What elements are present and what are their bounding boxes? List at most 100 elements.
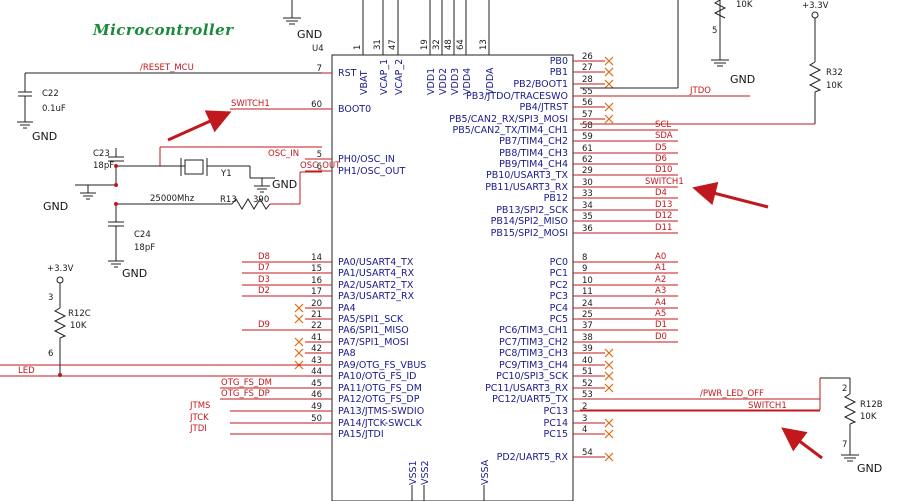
rtop-value: 10K xyxy=(736,0,753,10)
right-pin-label: PC4 xyxy=(550,303,568,314)
c23-ref: C23 xyxy=(93,149,110,159)
schematic-title: Microcontroller xyxy=(92,21,234,39)
top-pin-label: VCAP_2 xyxy=(394,59,405,95)
left-net-label: OTG_FS_DM xyxy=(221,378,272,388)
right-pin-number: 36 xyxy=(582,224,593,234)
top-right-resistor: 10K 5 GND xyxy=(580,0,755,89)
right-pin-number: 29 xyxy=(582,166,593,176)
left-pin-number: 50 xyxy=(311,414,322,424)
no-connect-mark xyxy=(604,102,614,112)
c23-value: 18pF xyxy=(93,161,114,171)
right-pin-label: PC3 xyxy=(550,291,568,302)
annotation-arrow-pb11 xyxy=(692,181,769,209)
r32-ref: R32 xyxy=(826,68,843,78)
left-pin-label: PH1/OSC_OUT xyxy=(338,166,405,177)
top-pin-label: VDD4 xyxy=(462,68,473,95)
right-net-label: A4 xyxy=(655,298,666,308)
left-net-label: /RESET_MCU xyxy=(140,63,194,73)
no-connect-mark xyxy=(604,452,614,462)
right-pin-label: PC9/TIM3_CH4 xyxy=(499,360,568,371)
no-connect-mark xyxy=(294,337,304,347)
gnd-label: GND xyxy=(32,130,57,143)
right-pin: PC4 24 A4 xyxy=(550,298,678,314)
crystal-network: GND Y1 25000Mhz C23 18pF GND R13 390 C24… xyxy=(43,146,322,280)
right-pin-number: 10 xyxy=(582,276,593,286)
left-net-label: JTMS xyxy=(189,401,210,411)
right-pin-label: PB0 xyxy=(550,56,568,67)
right-pin-label: PB3/JTDO/TRACESWO xyxy=(466,91,568,102)
right-pin-number: 27 xyxy=(582,63,593,73)
left-pin-label: PA15/JTDI xyxy=(338,429,384,440)
left-net-label: D2 xyxy=(258,286,270,296)
left-net-label: D9 xyxy=(258,320,270,330)
right-pin-label: PC0 xyxy=(550,257,568,268)
right-pin-label: PC10/SPI3_SCK xyxy=(496,371,569,382)
left-pin-number: 5 xyxy=(317,150,322,160)
gnd-label: GND xyxy=(730,73,755,86)
chip-ref: U4 xyxy=(312,44,324,54)
left-net-label: D3 xyxy=(258,275,270,285)
right-pin-number: 8 xyxy=(582,253,587,263)
right-pin-number: 25 xyxy=(582,310,593,320)
c24-value: 18pF xyxy=(134,243,155,253)
y1-ref: Y1 xyxy=(220,169,232,179)
r12b-ref: R12B xyxy=(860,400,883,410)
right-pin-label: PB14/SPI2_MISO xyxy=(491,216,568,227)
top-pin-number: 64 xyxy=(456,39,466,50)
left-pin-label: PA12/OTG_FS_DP xyxy=(338,394,420,405)
right-pin-label: PB9/TIM4_CH4 xyxy=(499,159,568,170)
right-net-label: A5 xyxy=(655,309,666,319)
right-pin-label: PC8/TIM3_CH3 xyxy=(499,348,568,359)
right-pin-number: 24 xyxy=(582,299,593,309)
left-pin-number: 17 xyxy=(311,287,322,297)
left-pin-label: PA5/SPI1_SCK xyxy=(338,314,404,325)
right-pin-number: 52 xyxy=(582,379,593,389)
right-pin-label: PC5 xyxy=(550,314,568,325)
left-pin-label: PA9/OTG_FS_VBUS xyxy=(338,360,426,371)
right-net-label: SDA xyxy=(655,131,673,141)
left-pin-number: 43 xyxy=(311,356,322,366)
no-connect-mark xyxy=(294,348,304,358)
top-pin-number: 19 xyxy=(420,39,430,50)
right-net-label: D6 xyxy=(655,154,667,164)
right-net-label: SCL xyxy=(655,120,671,130)
r12b-pin-bot: 7 xyxy=(842,440,847,450)
right-pin-label: PB5/CAN2_RX/SPI3_MOSI xyxy=(449,114,568,125)
right-pin-label: PB11/USART3_RX xyxy=(485,182,568,193)
no-connect-mark xyxy=(604,429,614,439)
right-pin-number: 11 xyxy=(582,287,593,297)
right-pin-number: 2 xyxy=(582,402,587,412)
right-pin-number: 56 xyxy=(582,98,593,108)
no-connect-mark xyxy=(294,314,304,324)
right-pin-number: 58 xyxy=(582,121,593,131)
top-pin-number: 48 xyxy=(444,39,454,50)
bottom-pin-label: VSS2 xyxy=(420,460,431,485)
right-net-label: D4 xyxy=(655,188,667,198)
left-net-label: OTG_FS_DP xyxy=(221,389,270,399)
left-net-label: JTDI xyxy=(189,424,207,434)
right-pin-number: 39 xyxy=(582,344,593,354)
left-net-label: D8 xyxy=(258,252,270,262)
left-net-label: SWITCH1 xyxy=(231,99,270,109)
c24-ref: C24 xyxy=(134,230,151,240)
